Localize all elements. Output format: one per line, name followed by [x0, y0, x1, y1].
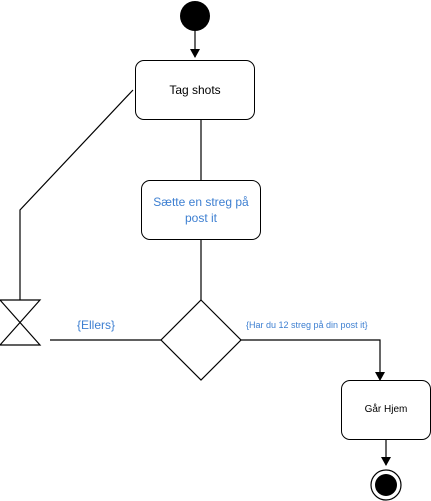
action-node-tag-shots [135, 60, 255, 120]
guard-har-du-12-streg: {Har du 12 streg på din post it} [246, 320, 368, 330]
guard-ellers: {Ellers} [77, 318, 116, 332]
time-event-hourglass-icon [0, 299, 42, 346]
action-node-saette-streg [141, 180, 261, 240]
edge-decision-to-gaar-hjem [241, 339, 385, 381]
action-label-tag-shots: Tag shots [169, 82, 221, 97]
action-label-gaar-hjem: Går Hjem [364, 404, 408, 416]
edge-hourglass-to-tag-shots [19, 89, 134, 300]
action-label-saette-streg: Sætte en streg på post it [153, 194, 249, 225]
decision-node [160, 299, 242, 381]
initial-node [180, 1, 210, 31]
final-node-inner [375, 474, 397, 496]
